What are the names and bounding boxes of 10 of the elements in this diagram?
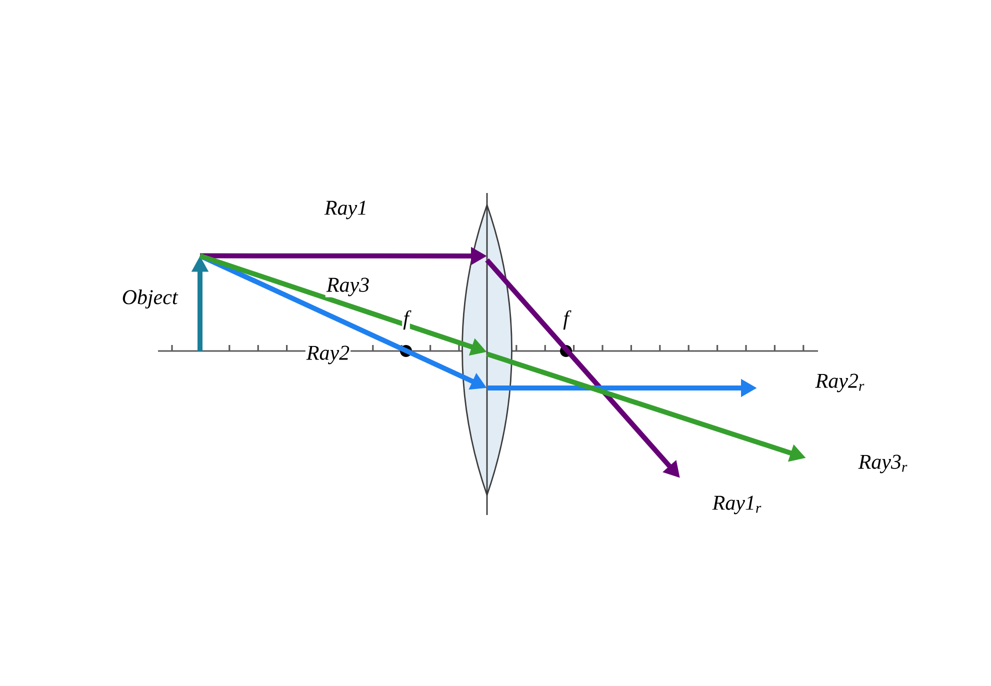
object-label: Object <box>122 289 178 309</box>
ray-label: Ray1 <box>323 200 369 220</box>
ray-label: Ray2 <box>305 344 351 366</box>
ray-label: Ray3 <box>325 276 371 298</box>
focal-label: f <box>402 309 412 331</box>
ray-label: Ray3$_{r}$ <box>857 454 909 474</box>
lens <box>462 193 512 515</box>
ray-label: Ray2$_{r}$ <box>814 372 866 394</box>
ray-label: Ray1$_{r}$ <box>711 494 763 516</box>
focal-label: f <box>562 309 572 331</box>
